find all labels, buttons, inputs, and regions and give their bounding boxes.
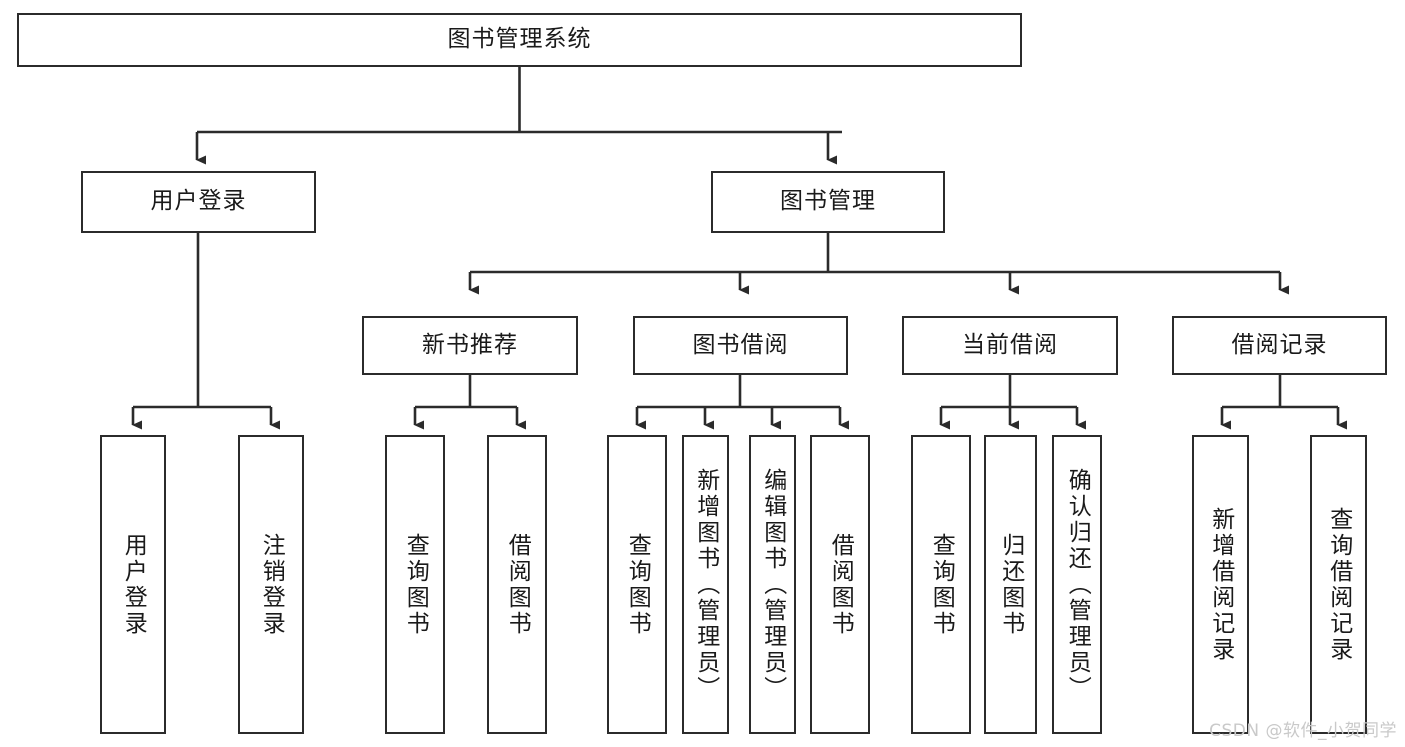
node-leaf-add-book-admin[interactable]: 新增图书（管理员） bbox=[682, 435, 729, 734]
node-leaf-add-borrow-record[interactable]: 新增借阅记录 bbox=[1192, 435, 1249, 734]
node-book-management[interactable]: 图书管理 bbox=[711, 171, 945, 233]
node-leaf-add-borrow-record-label: 新增借阅记录 bbox=[1207, 506, 1234, 663]
node-leaf-user-logout[interactable]: 注销登录 bbox=[238, 435, 304, 734]
node-root-system[interactable]: 图书管理系统 bbox=[17, 13, 1022, 67]
node-leaf-query-book-borrowing-label: 查询图书 bbox=[624, 532, 651, 637]
node-leaf-user-login[interactable]: 用户登录 bbox=[100, 435, 166, 734]
csdn-watermark: CSDN @软件_小贺同学 bbox=[1209, 721, 1397, 741]
node-user-login-label: 用户登录 bbox=[150, 188, 247, 215]
node-book-borrowing[interactable]: 图书借阅 bbox=[633, 316, 848, 375]
node-leaf-query-borrow-record[interactable]: 查询借阅记录 bbox=[1310, 435, 1367, 734]
node-borrowing-record-label: 借阅记录 bbox=[1231, 331, 1328, 358]
node-leaf-query-book-current-label: 查询图书 bbox=[928, 532, 955, 637]
node-leaf-query-book-recommendation[interactable]: 查询图书 bbox=[385, 435, 445, 734]
node-book-borrowing-label: 图书借阅 bbox=[692, 331, 789, 358]
node-leaf-query-book-recommendation-label: 查询图书 bbox=[402, 532, 429, 637]
node-leaf-query-book-current[interactable]: 查询图书 bbox=[911, 435, 971, 734]
node-book-management-label: 图书管理 bbox=[780, 188, 876, 215]
node-leaf-borrow-book-recommendation-label: 借阅图书 bbox=[504, 532, 531, 637]
node-leaf-borrow-book-borrowing-label: 借阅图书 bbox=[827, 532, 854, 637]
node-new-book-recommendation-label: 新书推荐 bbox=[422, 331, 518, 358]
node-leaf-query-borrow-record-label: 查询借阅记录 bbox=[1325, 506, 1352, 663]
node-leaf-return-book-label: 归还图书 bbox=[997, 532, 1024, 637]
node-leaf-edit-book-admin[interactable]: 编辑图书（管理员） bbox=[749, 435, 796, 734]
node-leaf-confirm-return-admin[interactable]: 确认归还（管理员） bbox=[1052, 435, 1102, 734]
node-leaf-return-book[interactable]: 归还图书 bbox=[984, 435, 1037, 734]
node-leaf-add-book-admin-label: 新增图书（管理员） bbox=[692, 467, 719, 702]
node-current-borrowing-label: 当前借阅 bbox=[962, 331, 1058, 358]
node-leaf-user-login-label: 用户登录 bbox=[120, 532, 147, 637]
node-leaf-edit-book-admin-label: 编辑图书（管理员） bbox=[759, 467, 786, 702]
node-new-book-recommendation[interactable]: 新书推荐 bbox=[362, 316, 578, 375]
node-leaf-user-logout-label: 注销登录 bbox=[258, 532, 285, 637]
node-leaf-borrow-book-borrowing[interactable]: 借阅图书 bbox=[810, 435, 870, 734]
node-root-system-label: 图书管理系统 bbox=[447, 26, 592, 53]
node-borrowing-record[interactable]: 借阅记录 bbox=[1172, 316, 1387, 375]
node-leaf-confirm-return-admin-label: 确认归还（管理员） bbox=[1064, 467, 1091, 702]
node-current-borrowing[interactable]: 当前借阅 bbox=[902, 316, 1118, 375]
node-user-login[interactable]: 用户登录 bbox=[81, 171, 316, 233]
node-leaf-borrow-book-recommendation[interactable]: 借阅图书 bbox=[487, 435, 547, 734]
node-leaf-query-book-borrowing[interactable]: 查询图书 bbox=[607, 435, 667, 734]
